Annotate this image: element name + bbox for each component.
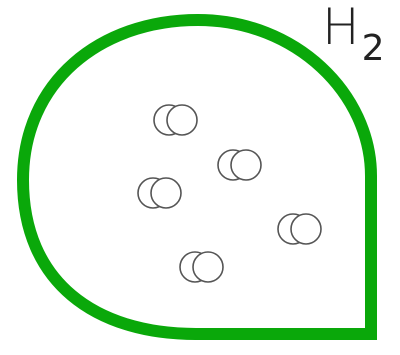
h2-molecule bbox=[180, 252, 223, 282]
h2-molecule bbox=[278, 214, 321, 244]
h2-molecule bbox=[218, 150, 261, 180]
hydrogen-atom-right bbox=[291, 214, 321, 244]
h2-molecule bbox=[138, 178, 181, 208]
h2-molecule bbox=[154, 105, 197, 135]
hydrogen-atom-right bbox=[167, 105, 197, 135]
hydrogen-atom-right bbox=[193, 252, 223, 282]
hydrogen-atom-right bbox=[151, 178, 181, 208]
formula-label: H2 bbox=[322, 2, 385, 53]
container-flask-outline bbox=[23, 20, 371, 334]
formula-subscript: 2 bbox=[362, 28, 385, 69]
hydrogen-atom-right bbox=[231, 150, 261, 180]
formula-element: H bbox=[322, 0, 360, 56]
